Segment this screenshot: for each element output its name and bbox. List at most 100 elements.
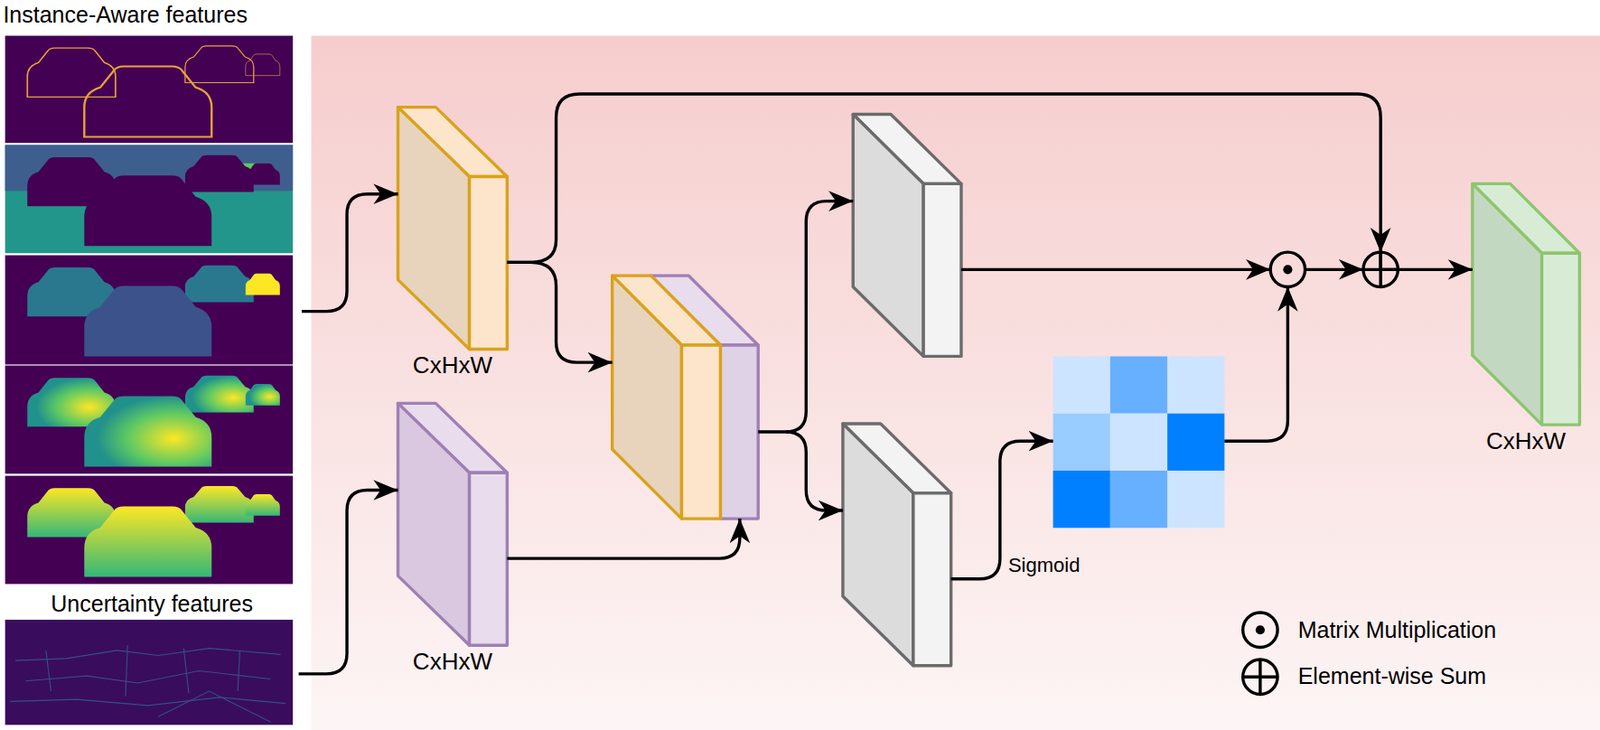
operator-ring bbox=[1270, 252, 1305, 287]
car-silhouette bbox=[84, 395, 212, 467]
operator-dot bbox=[1255, 625, 1265, 635]
wire bbox=[1224, 287, 1288, 442]
tensor-block: CxHxW bbox=[397, 107, 507, 350]
tile-ground bbox=[5, 619, 294, 725]
operator-ring bbox=[1243, 659, 1278, 694]
car-outline bbox=[185, 46, 254, 84]
shape-label: CxHxW bbox=[412, 352, 493, 380]
slab-side bbox=[612, 275, 683, 519]
car-silhouette bbox=[245, 273, 281, 296]
slab-front bbox=[923, 183, 962, 356]
slab-front bbox=[469, 177, 508, 350]
map-cell bbox=[1110, 413, 1168, 471]
g bbox=[27, 46, 281, 138]
tensor-slab bbox=[1472, 183, 1581, 425]
output-block: CxHxW bbox=[1472, 183, 1581, 425]
slab-front bbox=[720, 345, 758, 519]
slab-front bbox=[681, 345, 721, 519]
uncertainty-tile bbox=[5, 619, 294, 725]
noise-line bbox=[25, 670, 271, 684]
operator-dot bbox=[1282, 264, 1292, 274]
slab-front bbox=[1542, 252, 1581, 425]
slab-side bbox=[852, 114, 924, 357]
tensor-slab bbox=[397, 402, 507, 646]
matmul-symbol bbox=[1270, 252, 1305, 287]
map-cell bbox=[1053, 470, 1111, 528]
car-silhouette bbox=[185, 265, 254, 303]
slab-side bbox=[397, 402, 469, 646]
car-outline bbox=[245, 54, 281, 76]
concat-slab bbox=[612, 275, 721, 519]
feature-tile bbox=[5, 255, 294, 365]
tensor-slab bbox=[397, 107, 507, 350]
car-outline bbox=[27, 47, 116, 97]
feature-tile bbox=[5, 144, 294, 253]
feature-stack: Instance-Aware features bbox=[0, 0, 302, 587]
noise-line bbox=[15, 648, 281, 662]
wire bbox=[506, 518, 740, 559]
connector-arrow bbox=[506, 93, 1472, 270]
car-silhouette bbox=[245, 494, 281, 516]
conv-slab bbox=[842, 423, 952, 666]
map-cell bbox=[1053, 413, 1111, 471]
tile-ground bbox=[5, 365, 294, 475]
map-cell bbox=[1167, 355, 1225, 413]
operator-cross bbox=[1243, 659, 1278, 694]
tile-ground bbox=[5, 144, 294, 253]
background-panel bbox=[310, 36, 1600, 730]
conv-slab bbox=[852, 114, 962, 357]
feature-tile bbox=[5, 365, 294, 475]
feature-map: Uncertainty features bbox=[5, 589, 300, 725]
noise-line bbox=[9, 697, 286, 706]
map-cell bbox=[1110, 470, 1168, 528]
wire bbox=[506, 261, 612, 363]
shape-label: CxHxW bbox=[1486, 428, 1566, 456]
connector-arrow bbox=[301, 194, 399, 312]
legend-matmul-symbol bbox=[1243, 612, 1278, 647]
slab-side bbox=[397, 107, 469, 350]
attention-map bbox=[1053, 355, 1226, 528]
wire bbox=[1305, 268, 1364, 272]
car-silhouette bbox=[185, 375, 254, 413]
noise-line bbox=[158, 691, 271, 722]
panel-title: Instance-Aware features bbox=[0, 0, 302, 29]
tile-ground bbox=[5, 476, 294, 585]
car-silhouette bbox=[185, 155, 254, 193]
car-silhouette bbox=[245, 163, 281, 186]
car-outline bbox=[84, 65, 212, 137]
shape-label: CxHxW bbox=[412, 648, 493, 676]
legend-text: Matrix Multiplication bbox=[1298, 617, 1498, 644]
map-cell bbox=[1053, 355, 1111, 413]
slab-front bbox=[913, 493, 952, 666]
map-cell bbox=[1167, 470, 1225, 528]
g bbox=[9, 645, 286, 722]
tile-ground bbox=[5, 36, 294, 144]
feature-tile bbox=[5, 36, 294, 144]
car-silhouette bbox=[185, 486, 254, 524]
wire bbox=[961, 268, 1271, 272]
wire bbox=[785, 431, 843, 511]
connector-arrow bbox=[299, 489, 399, 674]
slab-front bbox=[469, 472, 508, 646]
wires bbox=[506, 201, 1364, 580]
map-cell bbox=[1167, 413, 1225, 471]
slab-side bbox=[842, 423, 914, 666]
tensor-block: CxHxW bbox=[397, 402, 507, 646]
car-silhouette bbox=[84, 285, 212, 356]
operation-label: Sigmoid bbox=[1008, 553, 1080, 577]
wire bbox=[757, 201, 853, 432]
g bbox=[27, 155, 281, 247]
tile-ground bbox=[5, 255, 294, 365]
car-silhouette bbox=[84, 175, 212, 246]
car-silhouette bbox=[84, 506, 212, 578]
operator-ring bbox=[1243, 612, 1278, 647]
slab-side bbox=[1472, 183, 1543, 425]
legend-sum-symbol bbox=[1243, 659, 1278, 694]
noise-line bbox=[46, 645, 241, 697]
car-silhouette bbox=[245, 383, 281, 406]
panel-title: Uncertainty features bbox=[5, 589, 300, 618]
legend-text: Element-wise Sum bbox=[1298, 663, 1487, 690]
feature-tile bbox=[5, 476, 294, 585]
map-cell bbox=[1110, 355, 1168, 413]
